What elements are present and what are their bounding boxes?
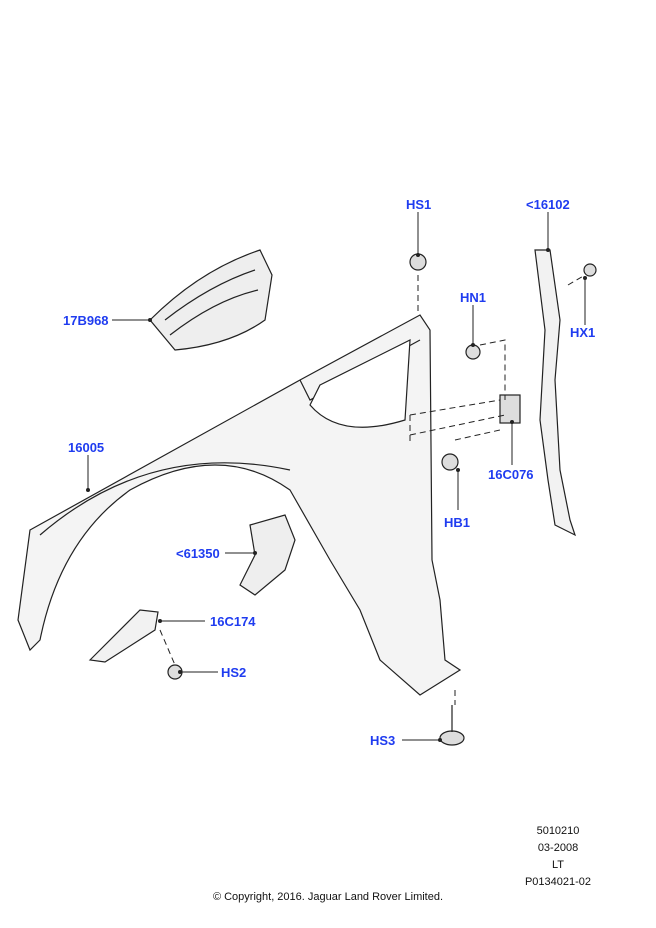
bracket-16102 <box>534 249 577 537</box>
callout-hs2[interactable]: HS2 <box>221 665 247 680</box>
callout-17b968[interactable]: 17B968 <box>63 313 109 328</box>
bracket-61350 <box>239 514 296 596</box>
nut-hn1 <box>465 344 481 360</box>
callout-16005[interactable]: 16005 <box>68 440 105 455</box>
callout-16c076[interactable]: 16C076 <box>488 467 534 482</box>
grille <box>149 249 273 351</box>
clip-16c076 <box>499 394 521 424</box>
callout-hs3[interactable]: HS3 <box>370 733 396 748</box>
bolt-hs3 <box>439 730 465 746</box>
clip-hx1 <box>583 263 597 277</box>
bolt-hb1 <box>441 453 459 471</box>
diagram-date: 03-2008 <box>537 842 579 854</box>
callout-hb1[interactable]: HB1 <box>444 515 471 530</box>
diagram-code: 5010210 <box>536 825 580 837</box>
copyright: © Copyright, 2016. Jaguar Land Rover Lim… <box>212 891 444 903</box>
callout-16c174[interactable]: 16C174 <box>210 614 256 629</box>
callout-hx1[interactable]: HX1 <box>570 325 596 340</box>
callout-16102[interactable]: <16102 <box>526 197 570 212</box>
callout-hn1[interactable]: HN1 <box>460 290 487 305</box>
callout-hs1[interactable]: HS1 <box>406 197 432 212</box>
diagram-side: LT <box>551 859 565 871</box>
diagram-part-ref: P0134021-02 <box>524 876 592 888</box>
callout-61350[interactable]: <61350 <box>176 546 220 561</box>
bracket-16c174 <box>88 609 159 663</box>
